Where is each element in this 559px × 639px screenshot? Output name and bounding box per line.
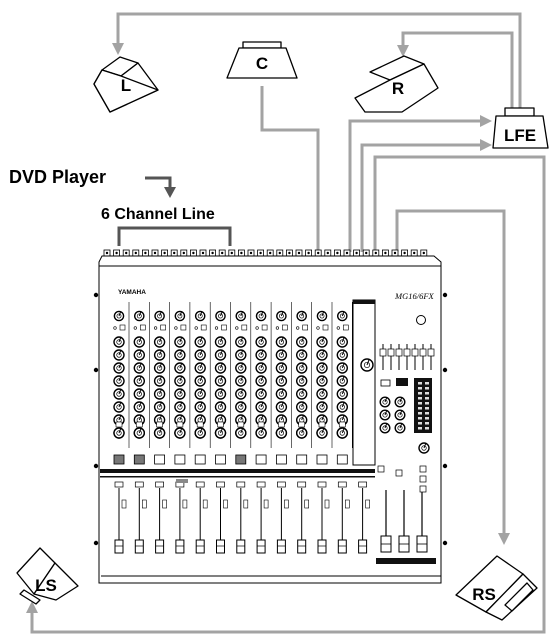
cable-r-arrow [397,45,409,57]
cable-rs-arrow [498,533,510,545]
mixer-brand: YAMAHA [118,289,146,296]
dvd-player-label: DVD Player [9,167,106,187]
cable-l-arrow [112,43,124,55]
master-section [352,299,436,564]
cable-lfe-1-arrow [480,115,492,127]
speaker-label-ls: LS [35,576,57,595]
cable-ls [30,155,546,634]
input-bracket [117,226,232,246]
channel-strip [174,302,191,554]
input-label: 6 Channel Line [101,206,215,223]
channel-strip [255,302,272,554]
channel-strip [214,302,231,554]
channel-strip [153,302,170,554]
cable-c [260,86,320,252]
channel-strip [296,302,313,554]
cable-r [401,31,514,110]
speaker-label-l: L [121,76,131,95]
channel-strip [316,302,333,554]
mixer: YAMAHA MG16/6FX [93,249,448,584]
channel-strip [194,302,211,554]
cable-ls-arrow [26,601,38,613]
speaker-label-lfe: LFE [504,126,536,145]
channel-strip [235,302,252,554]
speaker-lfe: LFE [492,107,549,149]
mixer-model: MG16/6FX [394,291,435,301]
cable-lfe-2 [360,143,480,252]
mixer-rear-jacks [103,249,428,257]
speaker-l: L [93,56,159,113]
channel-strips [100,302,375,554]
speaker-rs: RS [455,555,538,621]
speaker-label-c: C [256,54,268,73]
cable-lfe-1 [348,119,480,252]
channel-strip [275,302,292,554]
cable-rs [395,209,506,533]
speaker-c: C [226,41,298,79]
cable-lfe-2-arrow [480,139,492,151]
mixer-body [98,255,442,584]
speaker-label-r: R [392,79,404,98]
channel-strip [336,302,353,554]
channel-strip [133,302,150,554]
speaker-r: R [354,55,439,113]
cable-l [116,12,522,108]
cables [26,12,546,634]
speaker-ls: LS [16,547,79,605]
speaker-label-rs: RS [472,585,496,604]
dvd-arrow [145,176,176,198]
channel-strip [113,302,130,554]
